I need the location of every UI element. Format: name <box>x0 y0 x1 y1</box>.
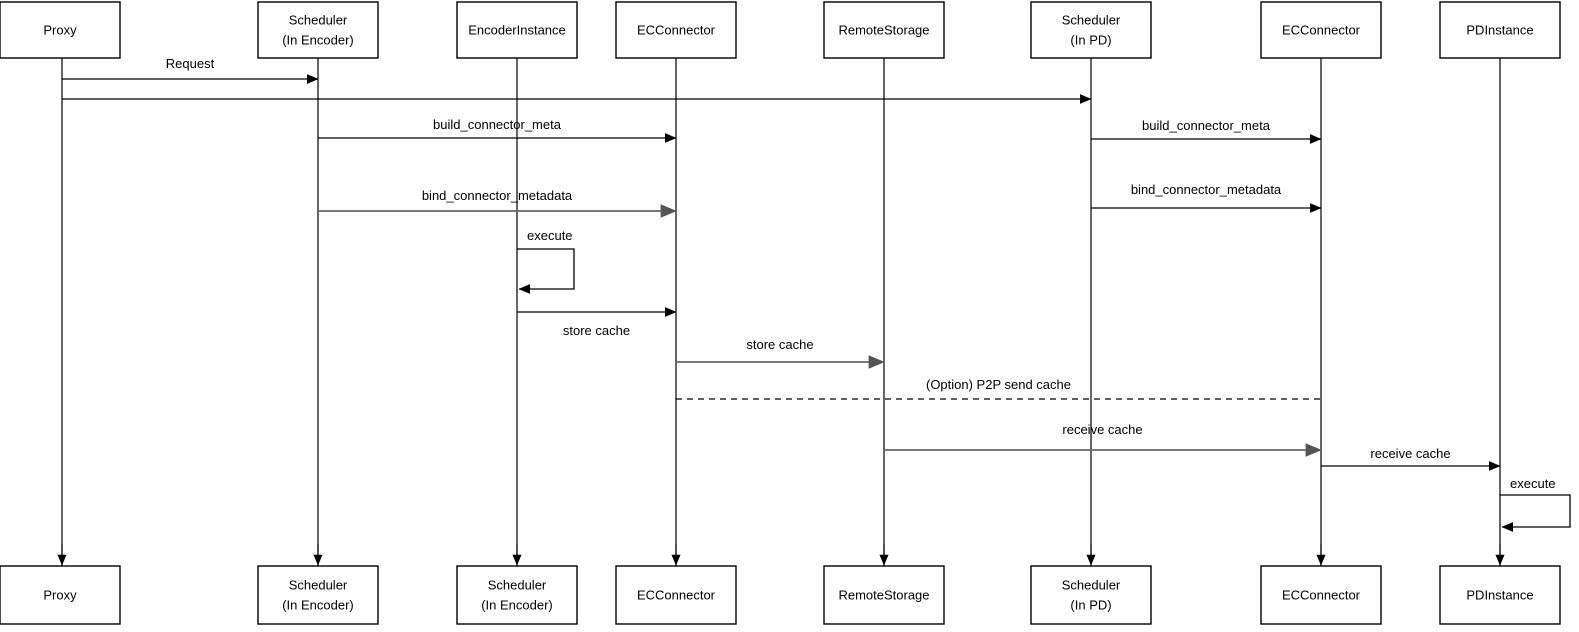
bottom-box-sched_pd <box>1030 565 1152 625</box>
top-participant-proxy: Proxy <box>0 1 121 59</box>
top-participant-encoder_inst: EncoderInstance <box>456 1 578 59</box>
bottom-participant-ecconn_right: ECConnector <box>1260 565 1382 625</box>
top-box-pd_inst <box>1439 1 1561 59</box>
bottom-participant-ecconn_left: ECConnector <box>615 565 737 625</box>
message-label-m8: store cache <box>746 337 813 352</box>
message-m5: bind_connector_metadata <box>318 188 677 218</box>
top-box-label-sched_pd: Scheduler <box>1062 12 1121 27</box>
self-loop-s1: execute <box>517 228 575 294</box>
top-participant-sched_enc: Scheduler (In Encoder) <box>257 1 379 59</box>
top-participant-pd_inst: PDInstance <box>1439 1 1561 59</box>
bottom-box-remote <box>823 565 945 625</box>
message-m9: receive cache <box>884 422 1322 457</box>
message-m1: Request <box>62 56 319 84</box>
self-loop-label-s2: execute <box>1510 476 1556 491</box>
messages-layer: Request build_connector_meta build_connect… <box>62 56 1501 471</box>
top-participant-remote: RemoteStorage <box>823 1 945 59</box>
message-label-m4: build_connector_meta <box>1142 118 1271 133</box>
top-box-label-sched_enc: Scheduler <box>289 12 348 27</box>
bottom-participant-pd_inst: PDInstance <box>1439 565 1561 625</box>
bottom-box-label-proxy: Proxy <box>43 587 77 602</box>
message-label-m1: Request <box>166 56 215 71</box>
bottom-box-encoder_inst <box>456 565 578 625</box>
message-label-m10: receive cache <box>1370 446 1450 461</box>
message-m8: store cache <box>676 337 885 369</box>
self-loop-s2: execute <box>1500 476 1571 532</box>
top-box-sublabel-sched_pd: (In PD) <box>1070 32 1111 47</box>
bottom-box-ecconn_left <box>615 565 737 625</box>
bottom-participant-encoder_inst: Scheduler (In Encoder) <box>456 565 578 625</box>
bottom-box-sched_enc <box>257 565 379 625</box>
bottom-box-sublabel-encoder_inst: (In Encoder) <box>481 597 553 612</box>
bottom-box-label-ecconn_left: ECConnector <box>637 587 716 602</box>
top-box-sched_enc <box>257 1 379 59</box>
message-m4: build_connector_meta <box>1091 118 1322 144</box>
bottom-participant-sched_pd: Scheduler (In PD) <box>1030 565 1152 625</box>
top-box-ecconn_right <box>1260 1 1382 59</box>
message-m3: build_connector_meta <box>318 117 677 143</box>
self-loop-path-s1 <box>517 248 575 294</box>
dashed-message-label-d1: (Option) P2P send cache <box>926 377 1071 392</box>
self-loop-path-s2 <box>1500 494 1571 532</box>
top-box-ecconn_left <box>615 1 737 59</box>
bottom-box-ecconn_right <box>1260 565 1382 625</box>
bottom-box-proxy <box>0 565 121 625</box>
top-box-proxy <box>0 1 121 59</box>
message-label-m7: store cache <box>563 323 630 338</box>
message-m6: bind_connector_metadata <box>1091 182 1322 213</box>
top-box-label-ecconn_right: ECConnector <box>1282 22 1361 37</box>
top-participant-ecconn_left: ECConnector <box>615 1 737 59</box>
self-loop-label-s1: execute <box>527 228 573 243</box>
top-box-encoder_inst <box>456 1 578 59</box>
bottom-participant-proxy: Proxy <box>0 565 121 625</box>
top-box-label-pd_inst: PDInstance <box>1466 22 1533 37</box>
bottom-box-sublabel-sched_pd: (In PD) <box>1070 597 1111 612</box>
top-participant-sched_pd: Scheduler (In PD) <box>1030 1 1152 59</box>
message-m10: receive cache <box>1321 446 1501 471</box>
message-label-m5: bind_connector_metadata <box>422 188 573 203</box>
bottom-box-label-remote: RemoteStorage <box>838 587 929 602</box>
top-box-label-proxy: Proxy <box>43 22 77 37</box>
bottom-box-pd_inst <box>1439 565 1561 625</box>
bottom-box-label-ecconn_right: ECConnector <box>1282 587 1361 602</box>
top-box-label-encoder_inst: EncoderInstance <box>468 22 566 37</box>
top-box-sublabel-sched_enc: (In Encoder) <box>282 32 354 47</box>
self-loops-layer: execute execute <box>517 228 1571 532</box>
top-participant-ecconn_right: ECConnector <box>1260 1 1382 59</box>
message-m7: store cache <box>517 307 677 338</box>
message-label-m3: build_connector_meta <box>433 117 562 132</box>
top-box-label-remote: RemoteStorage <box>838 22 929 37</box>
bottom-participant-remote: RemoteStorage <box>823 565 945 625</box>
top-box-label-ecconn_left: ECConnector <box>637 22 716 37</box>
top-box-remote <box>823 1 945 59</box>
bottom-box-label-encoder_inst: Scheduler <box>488 577 547 592</box>
lifelines-layer <box>57 58 1505 566</box>
top-box-sched_pd <box>1030 1 1152 59</box>
bottom-box-label-sched_enc: Scheduler <box>289 577 348 592</box>
bottom-box-sublabel-sched_enc: (In Encoder) <box>282 597 354 612</box>
bottom-participant-sched_enc: Scheduler (In Encoder) <box>257 565 379 625</box>
bottom-box-label-sched_pd: Scheduler <box>1062 577 1121 592</box>
dashed-message-d1: (Option) P2P send cache <box>676 377 1321 400</box>
message-label-m6: bind_connector_metadata <box>1131 182 1282 197</box>
message-label-m9: receive cache <box>1062 422 1142 437</box>
bottom-box-label-pd_inst: PDInstance <box>1466 587 1533 602</box>
